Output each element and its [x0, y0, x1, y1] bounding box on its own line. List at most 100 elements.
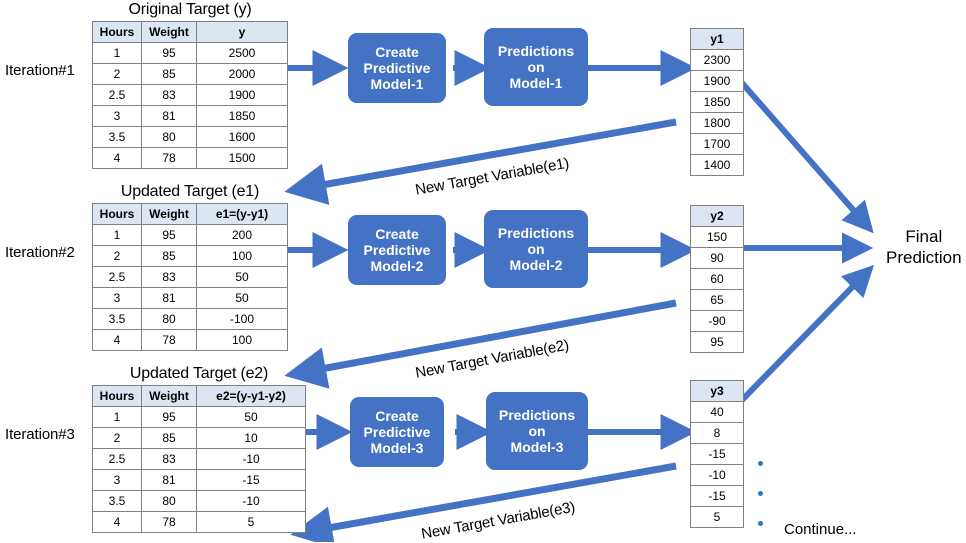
prediction-row: 150 — [690, 226, 744, 248]
process-box-create-model-1[interactable]: Create Predictive Model-1 — [348, 33, 446, 103]
continue-label: Continue... — [784, 521, 857, 538]
table-row: 1 95 200 — [92, 224, 288, 246]
prediction-cell: 1900 — [690, 70, 744, 92]
prediction-cell: 90 — [690, 247, 744, 269]
prediction-cell: 1700 — [690, 133, 744, 155]
prediction-cell: 95 — [690, 331, 744, 353]
iteration-label-2: Iteration#2 — [5, 244, 75, 261]
prediction-cell: -15 — [690, 443, 744, 465]
col-header-target: e2=(y-y1-y2) — [196, 385, 306, 407]
process-line: Model-2 — [509, 257, 563, 273]
bullet-dot-icon — [758, 491, 763, 496]
prediction-header: y3 — [690, 380, 744, 402]
cell-hours: 2 — [92, 245, 142, 267]
process-box-predictions-model-1[interactable]: Predictions on Model-1 — [484, 28, 588, 106]
prediction-row: 5 — [690, 506, 744, 528]
bullet-dot-icon — [758, 521, 763, 526]
table-row: 3.5 80 -10 — [92, 490, 306, 512]
prediction-cell: -90 — [690, 310, 744, 332]
prediction-row: 95 — [690, 331, 744, 353]
arrow-new-target-e1 — [284, 118, 677, 206]
cell-target: 100 — [196, 329, 288, 351]
table-row: 4 78 1500 — [92, 147, 288, 169]
process-line: Predictive — [363, 60, 431, 76]
cell-weight: 78 — [141, 329, 197, 351]
table-updated-target-e1: Updated Target (e1) Hours Weight e1=(y-y… — [92, 183, 288, 351]
cell-hours: 2 — [92, 63, 142, 85]
prediction-cell: 150 — [690, 226, 744, 248]
process-line: Create — [375, 44, 419, 60]
prediction-table: y1 2300 1900 1850 1800 1700 1400 — [690, 28, 744, 176]
process-box-create-model-3[interactable]: Create Predictive Model-3 — [350, 397, 444, 467]
data-table: Hours Weight e2=(y-y1-y2) 1 95 50 2 85 1… — [92, 385, 306, 533]
cell-hours: 3 — [92, 287, 142, 309]
cell-target: 5 — [196, 511, 306, 533]
prediction-row: 1400 — [690, 154, 744, 176]
cell-target: 1850 — [196, 105, 288, 127]
col-header-hours: Hours — [92, 385, 142, 407]
table-row: 4 78 100 — [92, 329, 288, 351]
process-box-create-model-2[interactable]: Create Predictive Model-2 — [348, 215, 446, 285]
cell-target: 200 — [196, 224, 288, 246]
col-header-hours: Hours — [92, 203, 142, 225]
process-line: on — [527, 241, 545, 257]
cell-weight: 95 — [141, 224, 197, 246]
prediction-row: 1900 — [690, 70, 744, 92]
col-header-weight: Weight — [141, 203, 197, 225]
table-row: 3.5 80 -100 — [92, 308, 288, 330]
table-header-row: Hours Weight y — [92, 21, 288, 43]
final-prediction-line-1: Final — [905, 227, 943, 246]
cell-hours: 3.5 — [92, 126, 142, 148]
cell-hours: 2.5 — [92, 84, 142, 106]
table-title-updated-target-e1: Updated Target (e1) — [120, 183, 260, 200]
process-line: Model-3 — [370, 440, 424, 456]
cell-target: -100 — [196, 308, 288, 330]
final-prediction-line-2: Prediction — [886, 248, 962, 267]
cell-target: -10 — [196, 490, 306, 512]
prediction-header: y2 — [690, 205, 744, 227]
cell-hours: 2.5 — [92, 266, 142, 288]
col-header-target: y — [196, 21, 288, 43]
process-box-predictions-model-2[interactable]: Predictions on Model-2 — [484, 210, 588, 288]
prediction-header-row: y3 — [690, 380, 744, 402]
cell-hours: 2.5 — [92, 448, 142, 470]
process-line: Create — [375, 226, 419, 242]
table-row: 2.5 83 50 — [92, 266, 288, 288]
prediction-cell: 1850 — [690, 91, 744, 113]
prediction-column-y3: y3 40 8 -15 -10 -15 5 — [690, 380, 744, 528]
cell-target: 10 — [196, 427, 306, 449]
process-line: Create — [375, 408, 419, 424]
cell-weight: 80 — [141, 126, 197, 148]
cell-weight: 83 — [141, 84, 197, 106]
iteration-label-3: Iteration#3 — [5, 426, 75, 443]
prediction-row: -15 — [690, 485, 744, 507]
prediction-row: -15 — [690, 443, 744, 465]
col-header-weight: Weight — [141, 385, 197, 407]
table-title-original-target: Original Target (y) — [128, 1, 252, 18]
arrow-new-target-e2 — [284, 299, 677, 389]
arrow-new-target-e3 — [290, 462, 677, 542]
col-header-target: e1=(y-y1) — [196, 203, 288, 225]
table-row: 3 81 -15 — [92, 469, 306, 491]
table-row: 2.5 83 -10 — [92, 448, 306, 470]
cell-hours: 4 — [92, 329, 142, 351]
cell-target: 100 — [196, 245, 288, 267]
table-row: 3.5 80 1600 — [92, 126, 288, 148]
process-box-predictions-model-3[interactable]: Predictions on Model-3 — [486, 392, 588, 470]
prediction-row: 1700 — [690, 133, 744, 155]
process-line: on — [528, 423, 546, 439]
cell-target: -15 — [196, 469, 306, 491]
cell-hours: 3 — [92, 469, 142, 491]
cell-weight: 80 — [141, 490, 197, 512]
table-header-row: Hours Weight e2=(y-y1-y2) — [92, 385, 306, 407]
table-updated-target-e2: Updated Target (e2) Hours Weight e2=(y-y… — [92, 365, 306, 533]
final-prediction-label: Final Prediction — [886, 226, 962, 268]
cell-target: 50 — [196, 287, 288, 309]
prediction-cell: 1400 — [690, 154, 744, 176]
prediction-cell: -15 — [690, 485, 744, 507]
cell-hours: 1 — [92, 224, 142, 246]
cell-hours: 1 — [92, 406, 142, 428]
cell-hours: 3.5 — [92, 490, 142, 512]
cell-hours: 1 — [92, 42, 142, 64]
cell-target: 50 — [196, 266, 288, 288]
